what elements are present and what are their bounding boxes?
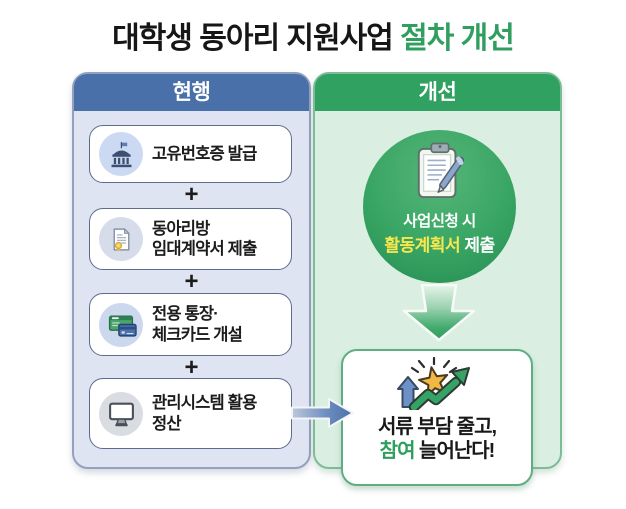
improved-panel-header: 개선 [315,74,560,111]
page-title-prefix: 대학생 동아리 지원사업 [112,22,394,55]
item-label: 동아리방 임대계약서 제출 [152,219,257,258]
government-building-icon [99,132,143,176]
process-item-lease: 동아리방 임대계약서 제출 [89,208,292,270]
down-arrow-icon [400,283,478,347]
application-badge: 사업신청 시 활동계획서 제출 [363,130,516,283]
plus-separator: + [184,268,199,295]
badge-highlight: 활동계획서 [384,236,461,255]
page-title-highlight: 절차 개선 [400,22,515,55]
badge-text-line2: 활동계획서 제출 [384,236,495,255]
current-panel: 현행 고유번호증 발급 + [72,72,311,469]
item-label: 고유번호증 발급 [152,144,257,163]
result-box: 서류 부담 줄고, 참여 늘어난다! [341,349,533,486]
improved-panel: 개선 [313,72,562,486]
lease-contract-icon [99,217,143,261]
plus-separator: + [184,181,199,208]
star-growth-icon [394,356,480,414]
item-label: 관리시스템 활용 정산 [152,394,257,433]
bank-account-card-icon [99,302,143,347]
badge-text-line1: 사업신청 시 [403,213,476,230]
item-label: 전용 통장· 체크카드 개설 [152,305,243,344]
flow-arrow-icon [291,395,355,436]
process-item-certificate: 고유번호증 발급 [89,125,292,183]
process-item-bank: 전용 통장· 체크카드 개설 [89,293,292,356]
current-panel-header: 현행 [74,74,309,111]
management-system-icon [99,391,143,436]
result-text-line2: 참여 늘어난다! [379,440,496,463]
clipboard-pencil-icon [413,142,467,207]
result-text-line1: 서류 부담 줄고, [377,416,497,438]
process-item-system: 관리시스템 활용 정산 [89,378,292,449]
page-title: 대학생 동아리 지원사업 절차 개선 [0,13,626,57]
result-highlight: 참여 [379,440,416,463]
plus-separator: + [184,354,199,381]
